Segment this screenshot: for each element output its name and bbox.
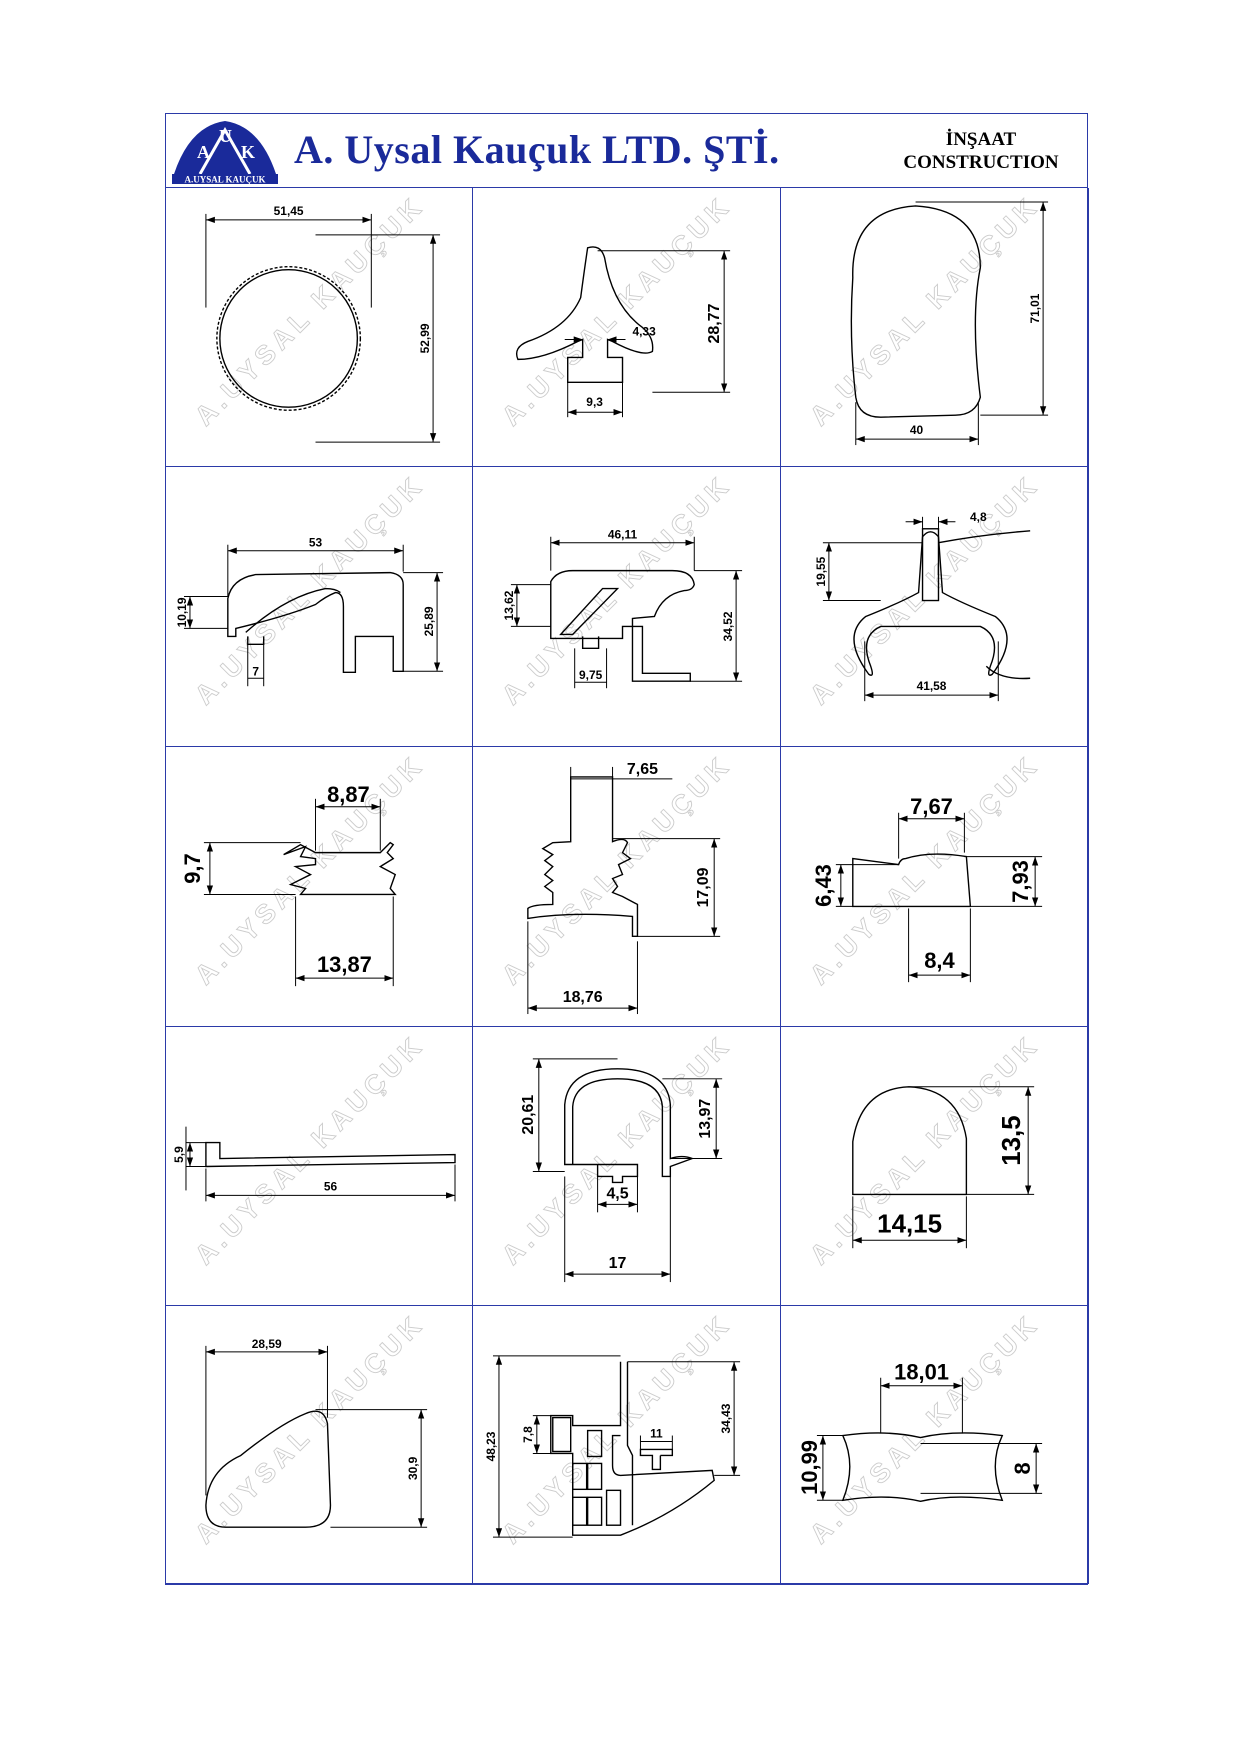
watermark: A.UYSAL KAUÇUK bbox=[189, 749, 430, 990]
dimension-label: 17,09 bbox=[695, 867, 712, 907]
dimension-label: 13,62 bbox=[502, 590, 516, 620]
watermark: A.UYSAL KAUÇUK bbox=[804, 469, 1045, 710]
dimension-label: 11 bbox=[650, 1427, 663, 1441]
profile-drawing bbox=[850, 205, 982, 418]
dimension-label: 28,59 bbox=[252, 1337, 282, 1351]
dimension-label: 7,93 bbox=[1008, 860, 1033, 903]
profile-cell-10: A.UYSAL KAUÇUK 5,9 56 bbox=[166, 1027, 473, 1306]
dimension-label: 8,87 bbox=[327, 782, 370, 807]
profile-cell-11: A.UYSAL KAUÇUK 20,61 13,97 4,5 17 bbox=[473, 1027, 781, 1306]
profile-cell-3: A.UYSAL KAUÇUK 71,01 40 bbox=[781, 188, 1089, 467]
profile-cell-9: A.UYSAL KAUÇUK 7,67 6,43 7,93 8,4 bbox=[781, 747, 1089, 1027]
profile-drawing bbox=[527, 776, 639, 938]
profile-drawing bbox=[283, 841, 397, 896]
dimension-label: 56 bbox=[324, 1179, 338, 1193]
dimension-label: 4,33 bbox=[632, 324, 656, 338]
company-name: A. Uysal Kauçuk LTD. ŞTİ. bbox=[294, 127, 780, 172]
profile-cell-5: A.UYSAL KAUÇUK 46,11 13,62 34,52 9,75 bbox=[473, 467, 781, 747]
dimension-label: 19,55 bbox=[814, 556, 828, 586]
dimension-label: 52,99 bbox=[418, 323, 432, 353]
profile-cell-7: A.UYSAL KAUÇUK 8,87 9,7 13,87 bbox=[166, 747, 473, 1027]
dimension-label: 18,01 bbox=[894, 1360, 949, 1385]
dimension-label: 25,89 bbox=[422, 606, 436, 636]
dimension-label: 53 bbox=[309, 536, 323, 550]
dimension-label: 10,99 bbox=[797, 1440, 822, 1495]
profile-drawing bbox=[550, 1361, 715, 1536]
profile-cell-14: A.UYSAL KAUÇUK 48,23 bbox=[473, 1306, 781, 1584]
dimension-label: 9,75 bbox=[579, 668, 603, 682]
profile-cell-8: A.UYSAL KAUÇUK 7,65 17,09 18,76 bbox=[473, 747, 781, 1027]
category-en: CONSTRUCTION bbox=[903, 152, 1059, 173]
logo-letter-u: U bbox=[219, 126, 232, 146]
dimension-label: 30,9 bbox=[406, 1456, 420, 1480]
profile-drawing bbox=[216, 266, 362, 411]
dimension-label: 18,76 bbox=[563, 989, 603, 1006]
dimension-label: 7,8 bbox=[521, 1426, 535, 1443]
watermark: A.UYSAL KAUÇUK bbox=[804, 1308, 1045, 1549]
watermark: A.UYSAL KAUÇUK bbox=[496, 190, 737, 431]
dimension-label: 7 bbox=[252, 664, 259, 678]
watermark: A.UYSAL KAUÇUK bbox=[189, 1308, 430, 1549]
dimension-label: 20,61 bbox=[520, 1095, 537, 1135]
dimension-label: 7,65 bbox=[627, 761, 658, 778]
profile-cell-4: A.UYSAL KAUÇUK 53 10,19 25,89 7 bbox=[166, 467, 473, 747]
profile-cell-15: A.UYSAL KAUÇUK 18,01 10,99 8 bbox=[781, 1306, 1089, 1584]
dimension-label: 40 bbox=[910, 423, 924, 437]
watermark: A.UYSAL KAUÇUK bbox=[189, 469, 430, 710]
logo-letter-k: K bbox=[241, 142, 255, 162]
dimension-label: 34,43 bbox=[719, 1403, 733, 1433]
dimension-label: 8 bbox=[1010, 1462, 1035, 1474]
profile-cell-6: A.UYSAL KAUÇUK 4,8 19,55 41,58 bbox=[781, 467, 1089, 747]
dimension-label: 13,5 bbox=[998, 1115, 1026, 1165]
dimension-label: 28,77 bbox=[706, 303, 723, 343]
profile-drawing bbox=[564, 1068, 695, 1184]
dimension-label: 9,7 bbox=[180, 853, 205, 883]
dimension-label: 71,01 bbox=[1028, 293, 1042, 323]
dimension-label: 6,43 bbox=[811, 864, 836, 907]
dimension-label: 4,5 bbox=[606, 1185, 628, 1202]
category-tr: İNŞAAT bbox=[945, 129, 1017, 150]
dimension-label: 13,87 bbox=[317, 952, 372, 977]
watermark: A.UYSAL KAUÇUK bbox=[496, 1029, 737, 1270]
dimension-label: 4,8 bbox=[970, 510, 987, 524]
profile-drawing bbox=[205, 1410, 332, 1528]
profile-drawing bbox=[550, 569, 695, 682]
company-logo: A U K A.UYSAL KAUÇUK bbox=[170, 118, 280, 185]
profile-cell-2: A.UYSAL KAUÇUK 28,77 4,33 9,3 bbox=[473, 188, 781, 467]
dimension-label: 17 bbox=[609, 1255, 627, 1272]
dimension-label: 41,58 bbox=[917, 679, 947, 693]
watermark: A.UYSAL KAUÇUK bbox=[804, 190, 1045, 431]
profile-drawing bbox=[841, 1432, 1004, 1503]
profile-drawing bbox=[227, 571, 404, 673]
profile-drawing bbox=[205, 1141, 456, 1168]
profile-cell-1: A.UYSAL KAUÇUK 51,45 52,99 bbox=[166, 188, 473, 467]
watermark: A.UYSAL KAUÇUK bbox=[189, 1029, 430, 1270]
profile-cell-13: A.UYSAL KAUÇUK 28,59 30,9 bbox=[166, 1306, 473, 1584]
dimension-label: 46,11 bbox=[608, 528, 638, 542]
dimension-label: 9,3 bbox=[586, 395, 603, 409]
dimension-label: 8,4 bbox=[924, 948, 955, 973]
dimension-label: 7,67 bbox=[910, 794, 953, 819]
logo-letter-a: A bbox=[197, 142, 210, 162]
profile-grid: A.UYSAL KAUÇUK 51,45 52,99 A.UYSAL KAUÇU… bbox=[166, 188, 1089, 1584]
dimension-label: 48,23 bbox=[484, 1431, 498, 1461]
category-label: İNŞAAT CONSTRUCTION bbox=[891, 128, 1071, 174]
profile-cell-12: A.UYSAL KAUÇUK 13,5 14,15 bbox=[781, 1027, 1089, 1306]
dimension-label: 34,52 bbox=[721, 611, 735, 641]
dimension-label: 10,19 bbox=[175, 597, 189, 627]
dimension-label: 51,45 bbox=[274, 204, 304, 218]
dimension-label: 5,9 bbox=[172, 1146, 186, 1163]
dimension-label: 14,15 bbox=[877, 1210, 942, 1238]
logo-caption: A.UYSAL KAUÇUK bbox=[184, 175, 265, 185]
catalog-sheet: A U K A.UYSAL KAUÇUK A. Uysal Kauçuk LTD… bbox=[165, 113, 1089, 1585]
dimension-label: 13,97 bbox=[697, 1099, 714, 1139]
profile-drawing bbox=[853, 531, 1008, 676]
header: A U K A.UYSAL KAUÇUK A. Uysal Kauçuk LTD… bbox=[166, 114, 1087, 188]
